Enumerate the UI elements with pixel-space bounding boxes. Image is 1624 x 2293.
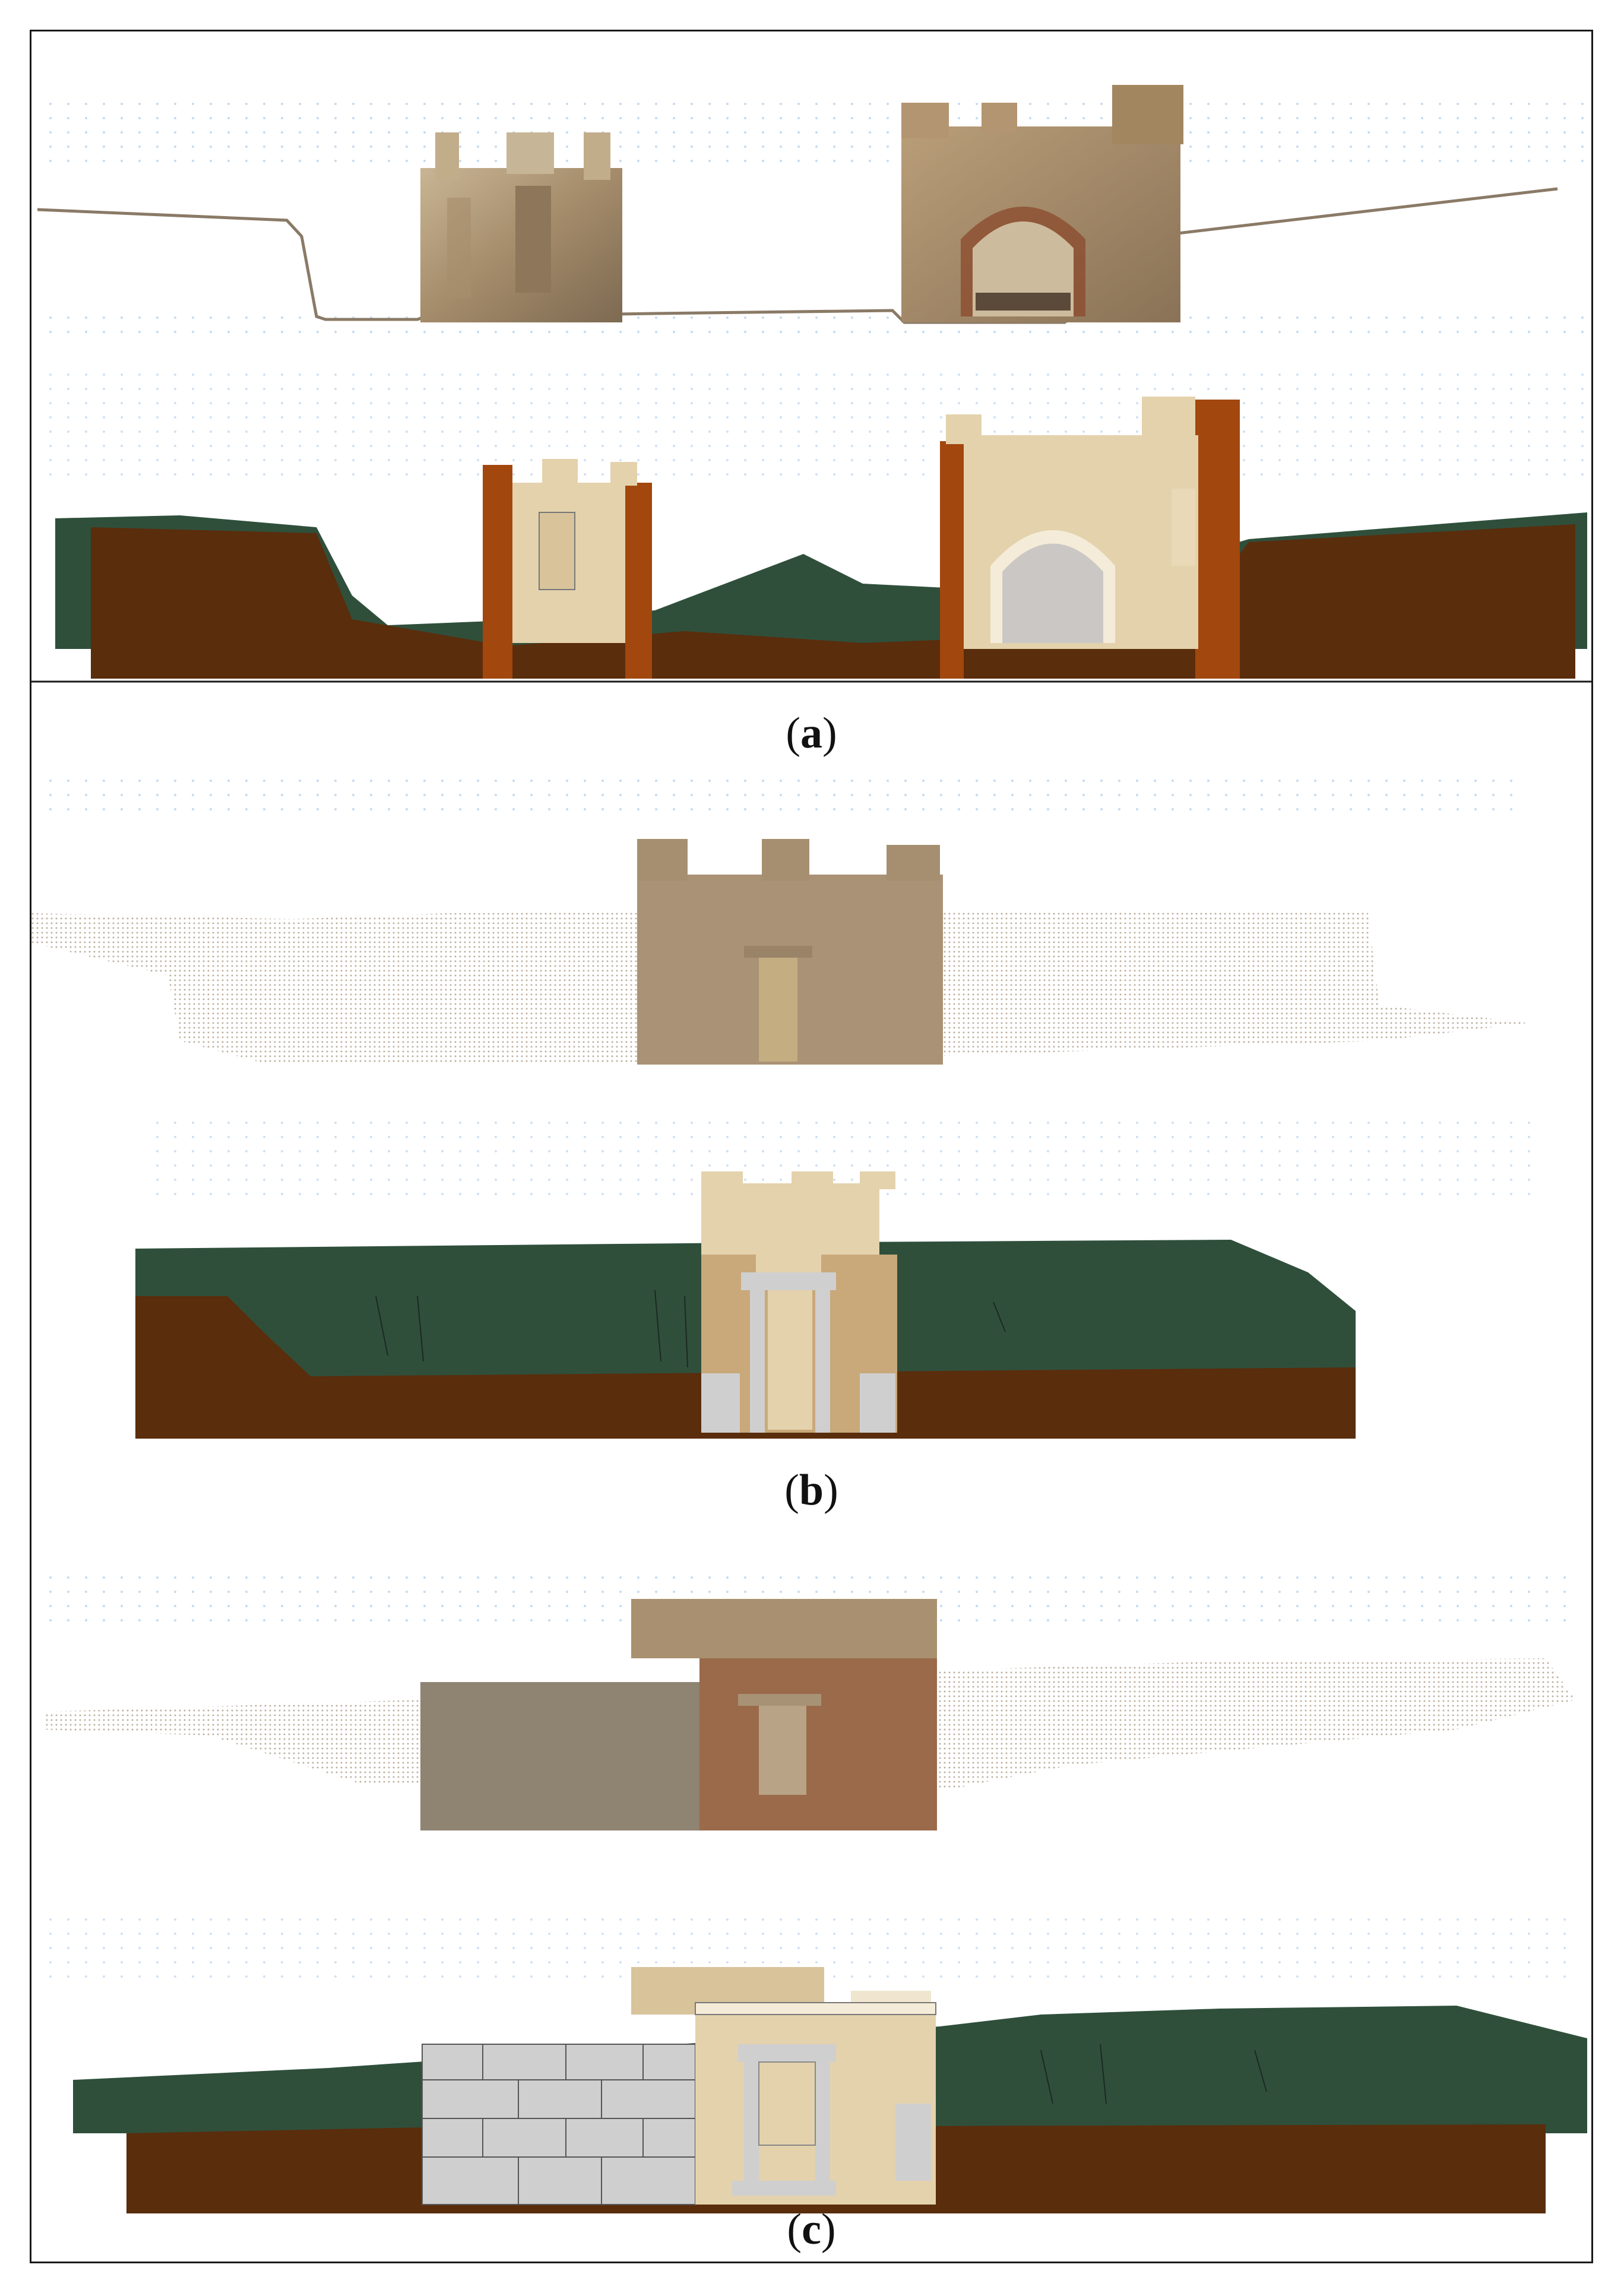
section-drawing-c: [73, 1967, 1587, 2213]
photo-tomb-left: [420, 132, 622, 322]
grid-dots-top-a: [37, 91, 1587, 483]
panel-label-b: (b): [784, 1466, 838, 1515]
section-drawing-b: [135, 1171, 1356, 1439]
terrain-profile-line: [37, 187, 1558, 324]
panel-c-drawings: [37, 1575, 1587, 2213]
panel-a-drawings: [31, 85, 1591, 683]
panel-label-a: (a): [786, 709, 837, 758]
panel-label-c: (c): [787, 2205, 836, 2254]
photo-tomb-c: [420, 1599, 937, 1830]
photo-tomb-b: [637, 839, 943, 1065]
section-drawing-a: [31, 397, 1591, 683]
figure-frame: (a): [30, 30, 1593, 2263]
photo-tomb-right: [901, 85, 1183, 322]
panel-b-drawings: [31, 780, 1546, 1439]
